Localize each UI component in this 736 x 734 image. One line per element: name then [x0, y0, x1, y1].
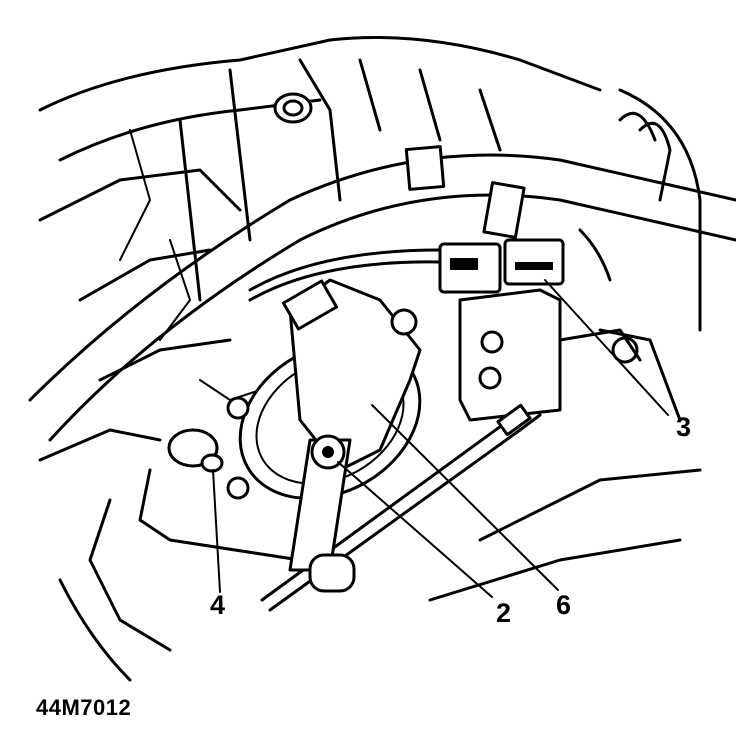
- figure-reference-code: 44M7012: [36, 695, 132, 720]
- callout-3: 3: [676, 412, 692, 442]
- callout-4: 4: [210, 590, 226, 620]
- wiring-harness: [248, 228, 612, 302]
- position-switch: [226, 278, 422, 500]
- callout-6: 6: [556, 590, 572, 620]
- mounting-bracket: [458, 288, 642, 422]
- transmission-housing: [38, 36, 702, 682]
- leader-lines: [212, 279, 669, 598]
- callout-2: 2: [496, 598, 512, 628]
- selector-lever: [288, 434, 356, 593]
- bolt-fixing: [167, 428, 224, 473]
- coolant-hose: [28, 111, 736, 442]
